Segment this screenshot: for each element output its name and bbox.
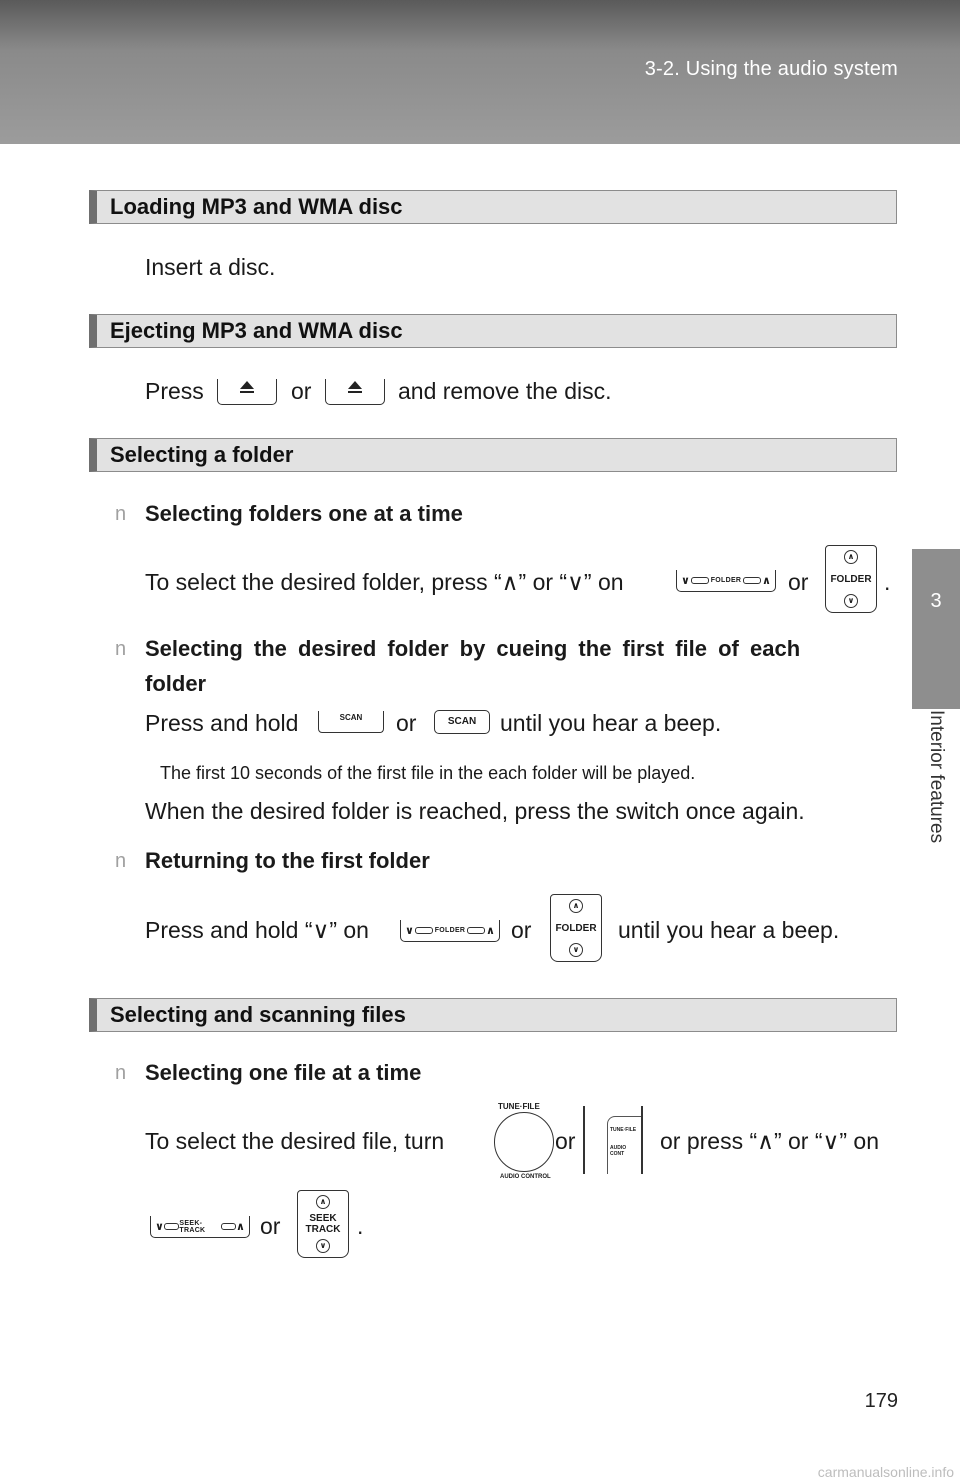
- tune-file-knob-icon: TUNE·FILE AUDIO CONTROL: [478, 1102, 556, 1182]
- body-text: or: [555, 1128, 576, 1154]
- bullet-icon: n: [115, 638, 127, 660]
- body-text: Press and hold “∨” on: [145, 917, 369, 943]
- bullet-icon: n: [115, 1062, 127, 1084]
- body-text: until you hear a beep.: [500, 710, 722, 736]
- body-text: Insert a disc.: [145, 254, 276, 280]
- chapter-tab: [912, 549, 960, 709]
- sub-heading: Selecting folders one at a time: [145, 501, 463, 526]
- sub-heading: folder: [145, 671, 207, 696]
- bullet-icon: n: [115, 850, 127, 872]
- section-title: Selecting a folder: [110, 442, 294, 467]
- eject-button-icon: [325, 379, 385, 405]
- eject-button-icon: [217, 379, 277, 405]
- section-header-folder: Selecting a folder: [89, 438, 897, 472]
- section-title: Selecting and scanning files: [110, 1002, 406, 1027]
- folder-rocker-icon: ∨FOLDER∧: [400, 920, 500, 942]
- body-text: To select the desired folder, press “∧” …: [145, 569, 624, 595]
- scan-button-icon: SCAN: [318, 711, 384, 733]
- section-title: Ejecting MP3 and WMA disc: [110, 318, 403, 343]
- body-text: or press “∧” or “∨” on: [660, 1128, 879, 1154]
- page-number: 179: [864, 1390, 898, 1412]
- section-header-ejecting: Ejecting MP3 and WMA disc: [89, 314, 897, 348]
- sub-heading: Returning to the first folder: [145, 848, 430, 873]
- section-header-files: Selecting and scanning files: [89, 998, 897, 1032]
- body-text: .: [357, 1213, 364, 1239]
- folder-button-icon: ∧FOLDER∨: [825, 545, 877, 613]
- body-text: .: [884, 569, 891, 595]
- body-text: or: [291, 378, 312, 404]
- chapter-side-label: Interior features: [912, 710, 960, 880]
- chapter-side-label-text: Interior features: [926, 710, 947, 844]
- body-text: and remove the disc.: [398, 378, 612, 404]
- note-text: The first 10 seconds of the first file i…: [160, 763, 696, 783]
- section-header-loading: Loading MP3 and WMA disc: [89, 190, 897, 224]
- bullet-icon: n: [115, 503, 127, 525]
- watermark: carmanualsonline.info: [817, 1464, 954, 1480]
- sub-heading: Selecting the desired folder by cueing t…: [145, 636, 801, 661]
- sub-heading: Selecting one file at a time: [145, 1060, 422, 1085]
- page-header: [0, 0, 960, 144]
- body-text: or: [788, 569, 809, 595]
- chapter-tab-number: 3: [930, 590, 942, 612]
- body-text: or: [511, 917, 532, 943]
- body-text: until you hear a beep.: [618, 917, 840, 943]
- body-text: Press and hold: [145, 710, 299, 736]
- scan-button-icon: SCAN: [434, 710, 490, 734]
- body-text: When the desired folder is reached, pres…: [145, 798, 805, 824]
- folder-button-icon: ∧FOLDER∨: [550, 894, 602, 962]
- section-title: Loading MP3 and WMA disc: [110, 194, 403, 219]
- body-text: To select the desired file, turn: [145, 1128, 445, 1154]
- body-text: or: [396, 710, 417, 736]
- chapter-title: 3-2. Using the audio system: [644, 58, 898, 80]
- body-text: Press: [145, 378, 204, 404]
- body-text: or: [260, 1213, 281, 1239]
- seek-track-rocker-icon: ∨SEEK-TRACK∧: [150, 1216, 250, 1238]
- folder-rocker-icon: ∨FOLDER∧: [676, 570, 776, 592]
